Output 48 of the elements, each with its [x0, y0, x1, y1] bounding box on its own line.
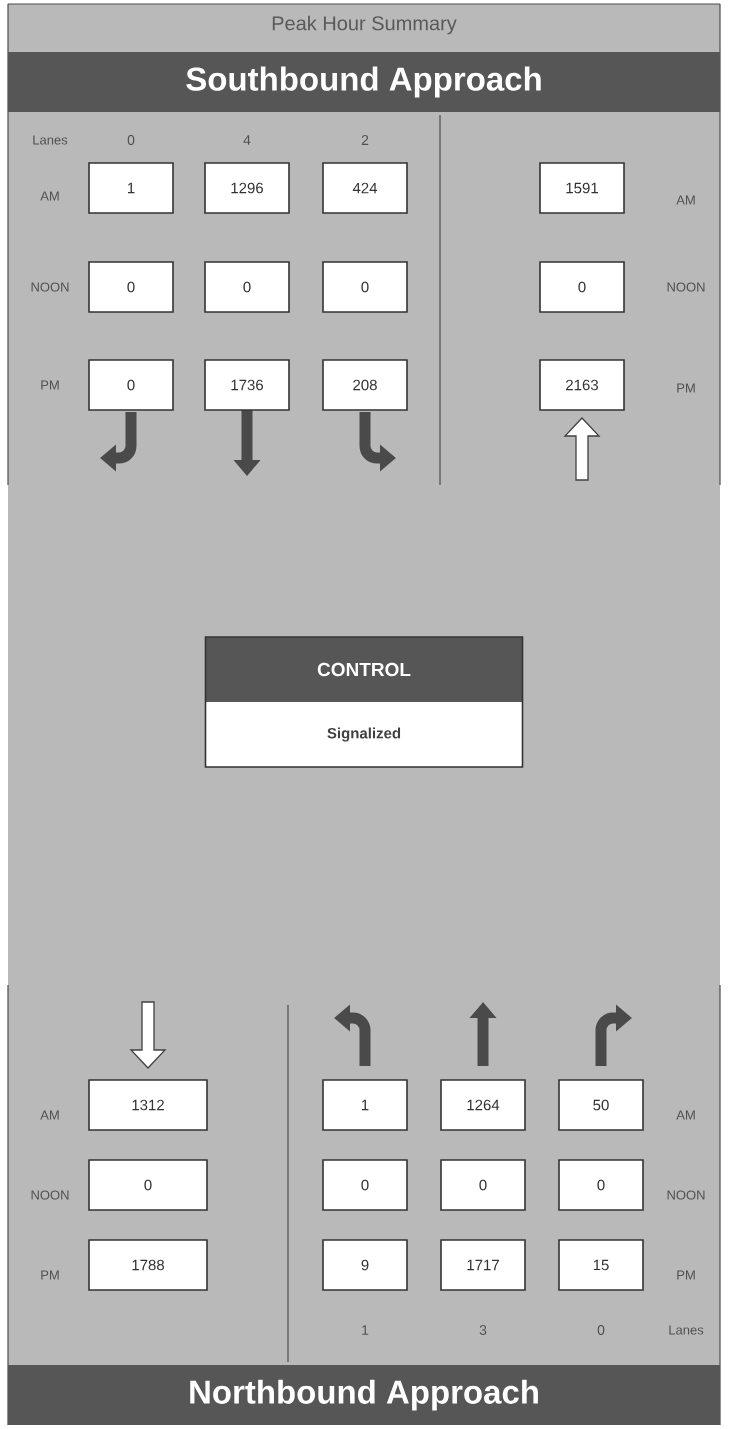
row-label: PM [677, 1270, 695, 1280]
count-box: 1 [322, 1079, 408, 1131]
count-box: 0 [204, 261, 290, 313]
count-box: 424 [322, 162, 408, 214]
row-label: NOON [667, 282, 705, 292]
count-box: 208 [322, 359, 408, 411]
row-label: NOON [667, 1190, 705, 1200]
lane-count: 1 [362, 1325, 369, 1335]
row-label: PM [41, 1270, 59, 1280]
count-box: 0 [88, 1159, 208, 1211]
count-box: 1 [88, 162, 174, 214]
approach-band: Northbound Approach [8, 1365, 720, 1425]
count-box: 1591 [539, 162, 625, 214]
count-box: 1717 [440, 1239, 526, 1291]
row-label: PM [41, 380, 59, 390]
lanes-label: Lanes [669, 1325, 704, 1335]
lane-count: 4 [243, 135, 251, 145]
count-box: 0 [88, 261, 174, 313]
row-label: NOON [31, 282, 69, 292]
count-box: 1296 [204, 162, 290, 214]
count-box: 0 [322, 261, 408, 313]
lane-count: 2 [361, 135, 369, 145]
count-box: 1264 [440, 1079, 526, 1131]
title: Peak Hour Summary [272, 15, 457, 35]
lane-count: 3 [479, 1325, 487, 1335]
count-box: 1736 [204, 359, 290, 411]
lane-count: 0 [127, 135, 135, 145]
count-box: 50 [558, 1079, 644, 1131]
count-box: 0 [539, 261, 625, 313]
row-label: AM [40, 191, 59, 201]
lane-count: 0 [597, 1325, 605, 1335]
row-label: AM [676, 1110, 695, 1120]
count-box: 0 [88, 359, 174, 411]
approach-band: Southbound Approach [8, 52, 720, 112]
row-label: AM [40, 1110, 59, 1120]
count-box: 1788 [88, 1239, 208, 1291]
count-box: 9 [322, 1239, 408, 1291]
count-box: 0 [322, 1159, 408, 1211]
row-label: NOON [31, 1190, 69, 1200]
count-box: 0 [558, 1159, 644, 1211]
row-label: PM [677, 383, 695, 393]
count-box: 0 [440, 1159, 526, 1211]
lanes-label: Lanes [33, 135, 68, 145]
row-label: AM [676, 195, 695, 205]
control-box: CONTROL Signalized [204, 636, 524, 768]
count-box: 1312 [88, 1079, 208, 1131]
count-box: 2163 [539, 359, 625, 411]
count-box: 15 [558, 1239, 644, 1291]
